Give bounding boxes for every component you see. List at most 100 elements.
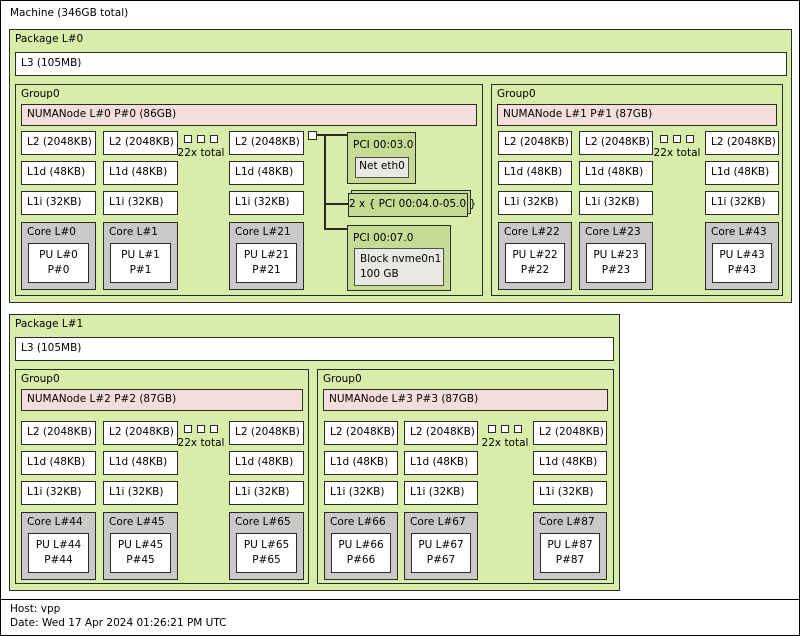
package-1-group-1-numanode-box: NUMANode L#3 P#3 (87GB) xyxy=(323,389,608,411)
core-label: Core L#21 xyxy=(235,226,291,238)
core-label: Core L#87 xyxy=(539,516,595,528)
pu-logical-label: PU L#45 xyxy=(117,539,164,551)
ellipsis-square-icon xyxy=(514,425,522,433)
block-device-box: Block nvme0n1 100 GB xyxy=(354,248,444,286)
package-0-group-1-label: Group0 xyxy=(497,88,536,100)
pu-physical-label: P#66 xyxy=(346,554,376,566)
pu-logical-label: PU L#66 xyxy=(338,539,384,551)
ellipsis-count-label: 22x total xyxy=(177,147,225,159)
l2-cache-box: L2 (2048KB) xyxy=(404,421,478,445)
ellipsis-count-label: 22x total xyxy=(481,437,529,449)
legend-area xyxy=(1,599,799,635)
pu-physical-label: P#44 xyxy=(44,554,73,566)
pu-logical-label: PU L#21 xyxy=(243,249,290,261)
l1i-cache-box: L1i (32KB) xyxy=(579,191,653,215)
l1i-cache-box: L1i (32KB) xyxy=(103,191,178,215)
pu-logical-label: PU L#65 xyxy=(243,539,290,551)
package-0-group-0-label: Group0 xyxy=(21,88,60,100)
l2-cache-box: L2 (2048KB) xyxy=(229,131,304,155)
pu-physical-label: P#87 xyxy=(555,554,585,566)
ellipsis-square-icon xyxy=(197,425,205,433)
l1i-cache-box: L1i (32KB) xyxy=(498,191,572,215)
l1i-cache-box: L1i (32KB) xyxy=(229,481,304,505)
core-label: Core L#22 xyxy=(504,226,560,238)
l2-cache-box: L2 (2048KB) xyxy=(498,131,572,155)
ellipsis-square-icon xyxy=(184,135,192,143)
package-0-l3-cache-box: L3 (105MB) xyxy=(15,52,787,76)
l1d-cache-box: L1d (48KB) xyxy=(103,451,178,475)
pu-logical-label: PU L#23 xyxy=(593,249,639,261)
core-label: Core L#44 xyxy=(27,516,83,528)
core-label: Core L#23 xyxy=(585,226,641,238)
pu-logical-label: PU L#1 xyxy=(121,249,160,261)
l1d-cache-box: L1d (48KB) xyxy=(533,451,607,475)
ellipsis-square-icon xyxy=(501,425,509,433)
pci-connector-line xyxy=(317,134,348,136)
l1i-cache-box: L1i (32KB) xyxy=(103,481,178,505)
pci-branch-line xyxy=(324,228,348,230)
pu-logical-label: PU L#67 xyxy=(418,539,464,551)
ellipsis-square-icon xyxy=(210,135,218,143)
pu-physical-label: P#1 xyxy=(129,264,152,276)
ellipsis-square-icon xyxy=(660,135,668,143)
l2-cache-box: L2 (2048KB) xyxy=(229,421,304,445)
l1d-cache-box: L1d (48KB) xyxy=(103,161,178,185)
pu-logical-label: PU L#87 xyxy=(547,539,593,551)
l2-cache-box: L2 (2048KB) xyxy=(533,421,607,445)
l1i-cache-box: L1i (32KB) xyxy=(533,481,607,505)
ellipsis-square-icon xyxy=(210,425,218,433)
block-device-size-label: 100 GB xyxy=(360,268,399,280)
package-1-label: Package L#1 xyxy=(15,318,84,330)
l1i-cache-box: L1i (32KB) xyxy=(324,481,398,505)
l1d-cache-box: L1d (48KB) xyxy=(579,161,653,185)
l2-cache-box: L2 (2048KB) xyxy=(705,131,779,155)
l1i-cache-box: L1i (32KB) xyxy=(21,481,96,505)
ellipsis-square-icon xyxy=(197,135,205,143)
pu-logical-label: PU L#0 xyxy=(39,249,78,261)
ellipsis-square-icon xyxy=(184,425,192,433)
machine-label: Machine (346GB total) xyxy=(10,7,129,19)
ellipsis-count-label: 22x total xyxy=(177,437,225,449)
legend-host: Host: vpp xyxy=(10,603,61,615)
package-0-label: Package L#0 xyxy=(15,33,84,45)
l2-cache-box: L2 (2048KB) xyxy=(324,421,398,445)
core-label: Core L#0 xyxy=(27,226,76,238)
core-label: Core L#45 xyxy=(109,516,165,528)
l1d-cache-box: L1d (48KB) xyxy=(705,161,779,185)
ellipsis-square-icon xyxy=(686,135,694,143)
package-1-group-0-label: Group0 xyxy=(21,373,60,385)
hostbridge-square-icon xyxy=(308,131,317,140)
pu-physical-label: P#23 xyxy=(601,264,631,276)
pu-physical-label: P#21 xyxy=(252,264,281,276)
core-label: Core L#43 xyxy=(711,226,767,238)
ellipsis-count-label: 22x total xyxy=(653,147,701,159)
pu-logical-label: PU L#22 xyxy=(512,249,558,261)
ellipsis-square-icon xyxy=(488,425,496,433)
legend-date: Date: Wed 17 Apr 2024 01:26:21 PM UTC xyxy=(10,617,227,629)
l1d-cache-box: L1d (48KB) xyxy=(324,451,398,475)
pci-collapsed-box: 2 x { PCI 00:04.0-05.0 } xyxy=(348,193,476,217)
block-device-name-label: Block nvme0n1 xyxy=(360,253,442,265)
package-1-group-0-numanode-box: NUMANode L#2 P#2 (87GB) xyxy=(21,389,303,411)
package-1-group-1-label: Group0 xyxy=(323,373,362,385)
core-label: Core L#1 xyxy=(109,226,158,238)
package-0-group-0-numanode-box: NUMANode L#0 P#0 (86GB) xyxy=(21,104,477,126)
l1d-cache-box: L1d (48KB) xyxy=(498,161,572,185)
pu-physical-label: P#65 xyxy=(252,554,281,566)
l2-cache-box: L2 (2048KB) xyxy=(103,131,178,155)
core-label: Core L#65 xyxy=(235,516,291,528)
pci-device-label: PCI 00:07.0 xyxy=(353,232,414,244)
l2-cache-box: L2 (2048KB) xyxy=(103,421,178,445)
pu-logical-label: PU L#43 xyxy=(719,249,765,261)
l1d-cache-box: L1d (48KB) xyxy=(21,451,96,475)
